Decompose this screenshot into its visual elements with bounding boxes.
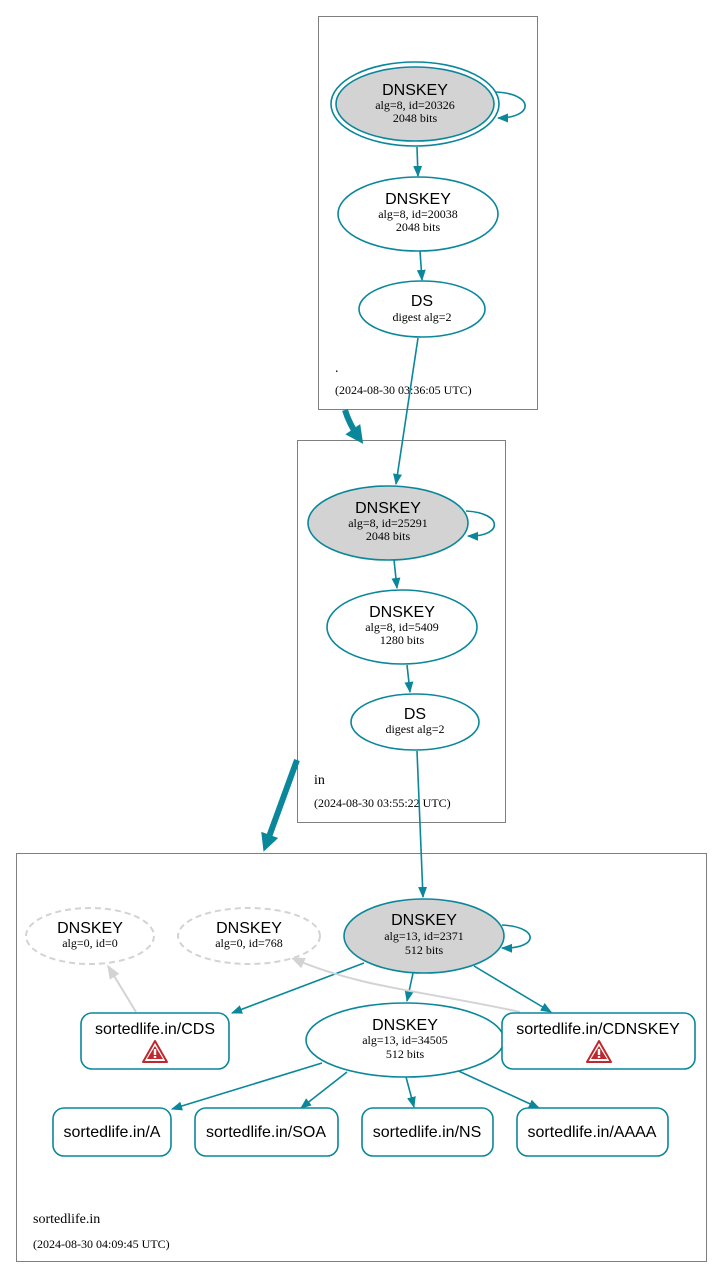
zone-root-timestamp: (2024-08-30 03:36:05 UTC) bbox=[335, 383, 472, 397]
edge-root-ds-in-ksk bbox=[393, 337, 419, 486]
edge-sl-ksk-selfloop bbox=[500, 924, 531, 953]
node-sl-ksk-shape bbox=[343, 898, 505, 974]
rrset-cdnskey[interactable]: sortedlife.in/CDNSKEY bbox=[501, 1012, 696, 1070]
node-sl-cdnskey-dnskey-line1: alg=0, id=768 bbox=[215, 936, 283, 950]
node-sl-cdnskey-dnskey-shape bbox=[177, 907, 321, 965]
node-in-ksk[interactable]: DNSKEY alg=8, id=25291 2048 bits bbox=[307, 485, 469, 561]
zone-sortedlife: sortedlife.in (2024-08-30 04:09:45 UTC) bbox=[16, 853, 707, 1262]
zone-in-name: in bbox=[314, 773, 325, 788]
rrset-soa-box bbox=[194, 1107, 339, 1157]
node-root-ksk[interactable]: DNSKEY alg=8, id=20326 2048 bits bbox=[330, 61, 500, 147]
edge-cdnskey-to-alg0-key bbox=[290, 957, 521, 1013]
node-in-ds-line1: digest alg=2 bbox=[385, 722, 444, 736]
node-sl-zsk-title: DNSKEY bbox=[372, 1017, 438, 1034]
warning-triangle-icon bbox=[142, 1040, 168, 1063]
node-sl-cdnskey-dnskey-title: DNSKEY bbox=[216, 920, 282, 937]
edge-sl-zsk-ns bbox=[405, 1076, 416, 1109]
node-root-ksk-shape bbox=[335, 66, 495, 142]
zone-root: . (2024-08-30 03:36:05 UTC) bbox=[318, 16, 538, 410]
node-sl-ksk-line1: alg=13, id=2371 bbox=[384, 929, 464, 943]
rrset-soa[interactable]: sortedlife.in/SOA bbox=[194, 1107, 339, 1157]
edge-cds-to-alg0-key bbox=[107, 964, 137, 1013]
rrset-a-label: sortedlife.in/A bbox=[64, 1124, 161, 1141]
node-in-zsk-line2: 1280 bits bbox=[380, 633, 425, 647]
edge-sl-ksk-zsk bbox=[404, 972, 414, 1003]
edge-root-ksk-selfloop bbox=[495, 91, 526, 123]
node-in-zsk-line1: alg=8, id=5409 bbox=[365, 620, 439, 634]
zone-sortedlife-name: sortedlife.in bbox=[33, 1212, 100, 1227]
rrset-ns-box bbox=[361, 1107, 494, 1157]
node-in-ds-title: DS bbox=[404, 706, 426, 723]
rrset-cdnskey-label: sortedlife.in/CDNSKEY bbox=[516, 1021, 680, 1038]
node-root-zsk-shape bbox=[337, 176, 499, 252]
node-root-zsk-title: DNSKEY bbox=[385, 191, 451, 208]
node-sl-zsk[interactable]: DNSKEY alg=13, id=34505 512 bits bbox=[305, 1002, 505, 1078]
rrset-aaaa[interactable]: sortedlife.in/AAAA bbox=[516, 1107, 669, 1157]
node-sl-ksk-title: DNSKEY bbox=[391, 912, 457, 929]
node-root-ds-title: DS bbox=[411, 293, 433, 310]
rrset-a[interactable]: sortedlife.in/A bbox=[52, 1107, 172, 1157]
node-root-ds[interactable]: DS digest alg=2 bbox=[358, 280, 486, 338]
zone-in-box bbox=[297, 440, 506, 823]
node-sl-cdnskey-dnskey[interactable]: DNSKEY alg=0, id=768 bbox=[177, 907, 321, 965]
node-in-ds[interactable]: DS digest alg=2 bbox=[350, 693, 480, 751]
edge-sl-ksk-cdnskey bbox=[473, 965, 552, 1013]
node-root-zsk-line2: 2048 bits bbox=[396, 220, 441, 234]
edges bbox=[107, 91, 552, 1111]
zone-root-name: . bbox=[335, 361, 339, 376]
node-root-ksk-line1: alg=8, id=20326 bbox=[375, 98, 455, 112]
rrset-ns[interactable]: sortedlife.in/NS bbox=[361, 1107, 494, 1157]
node-root-zsk-line1: alg=8, id=20038 bbox=[378, 207, 458, 221]
node-in-ksk-shape bbox=[307, 485, 469, 561]
node-root-ksk-line2: 2048 bits bbox=[393, 111, 438, 125]
zone-in: in (2024-08-30 03:55:22 UTC) bbox=[297, 440, 506, 823]
rrset-a-box bbox=[52, 1107, 172, 1157]
edge-sl-zsk-aaaa bbox=[451, 1067, 541, 1109]
node-in-zsk-title: DNSKEY bbox=[369, 604, 435, 621]
edge-root-zsk-ds bbox=[416, 250, 426, 282]
node-in-ksk-title: DNSKEY bbox=[355, 500, 421, 517]
node-root-ksk-outer bbox=[330, 61, 500, 147]
node-in-zsk-shape bbox=[326, 589, 478, 665]
edge-in-ksk-selfloop bbox=[465, 510, 496, 541]
edge-sl-ksk-cds bbox=[230, 962, 365, 1014]
edge-sl-zsk-soa bbox=[300, 1071, 348, 1109]
delegation-root-to-in bbox=[342, 409, 364, 444]
node-in-ds-shape bbox=[350, 693, 480, 751]
node-sl-zsk-line2: 512 bits bbox=[386, 1047, 425, 1061]
zone-sortedlife-timestamp: (2024-08-30 04:09:45 UTC) bbox=[33, 1237, 170, 1251]
node-sl-cds-dnskey-title: DNSKEY bbox=[57, 920, 123, 937]
node-sl-cds-dnskey[interactable]: DNSKEY alg=0, id=0 bbox=[25, 907, 155, 965]
edge-sl-zsk-a bbox=[170, 1062, 323, 1111]
edge-in-zsk-ds bbox=[404, 664, 414, 694]
node-root-zsk[interactable]: DNSKEY alg=8, id=20038 2048 bits bbox=[337, 176, 499, 252]
edge-in-ds-sl-ksk bbox=[416, 750, 428, 899]
node-root-ds-line1: digest alg=2 bbox=[392, 310, 451, 324]
rrset-ns-label: sortedlife.in/NS bbox=[373, 1124, 482, 1141]
rrset-aaaa-box bbox=[516, 1107, 669, 1157]
zone-sortedlife-box bbox=[16, 853, 707, 1262]
node-root-ksk-title: DNSKEY bbox=[382, 82, 448, 99]
warning-triangle-icon bbox=[586, 1040, 612, 1063]
rrset-cds-label: sortedlife.in/CDS bbox=[95, 1021, 215, 1038]
rrset-soa-label: sortedlife.in/SOA bbox=[206, 1124, 326, 1141]
node-in-ksk-line2: 2048 bits bbox=[366, 529, 411, 543]
edge-in-ksk-zsk bbox=[391, 559, 401, 590]
node-sl-cds-dnskey-line1: alg=0, id=0 bbox=[62, 936, 118, 950]
delegation-in-to-sortedlife bbox=[261, 758, 300, 852]
node-sl-zsk-line1: alg=13, id=34505 bbox=[362, 1033, 448, 1047]
node-root-ds-shape bbox=[358, 280, 486, 338]
zone-root-box bbox=[318, 16, 538, 410]
zone-in-timestamp: (2024-08-30 03:55:22 UTC) bbox=[314, 796, 451, 810]
node-sl-ksk-line2: 512 bits bbox=[405, 943, 444, 957]
rrset-aaaa-label: sortedlife.in/AAAA bbox=[528, 1124, 657, 1141]
node-sl-cds-dnskey-shape bbox=[25, 907, 155, 965]
node-in-zsk[interactable]: DNSKEY alg=8, id=5409 1280 bits bbox=[326, 589, 478, 665]
node-sl-ksk[interactable]: DNSKEY alg=13, id=2371 512 bits bbox=[343, 898, 505, 974]
node-in-ksk-line1: alg=8, id=25291 bbox=[348, 516, 428, 530]
edge-root-ksk-zsk bbox=[413, 146, 423, 178]
rrset-cds[interactable]: sortedlife.in/CDS bbox=[80, 1012, 230, 1070]
